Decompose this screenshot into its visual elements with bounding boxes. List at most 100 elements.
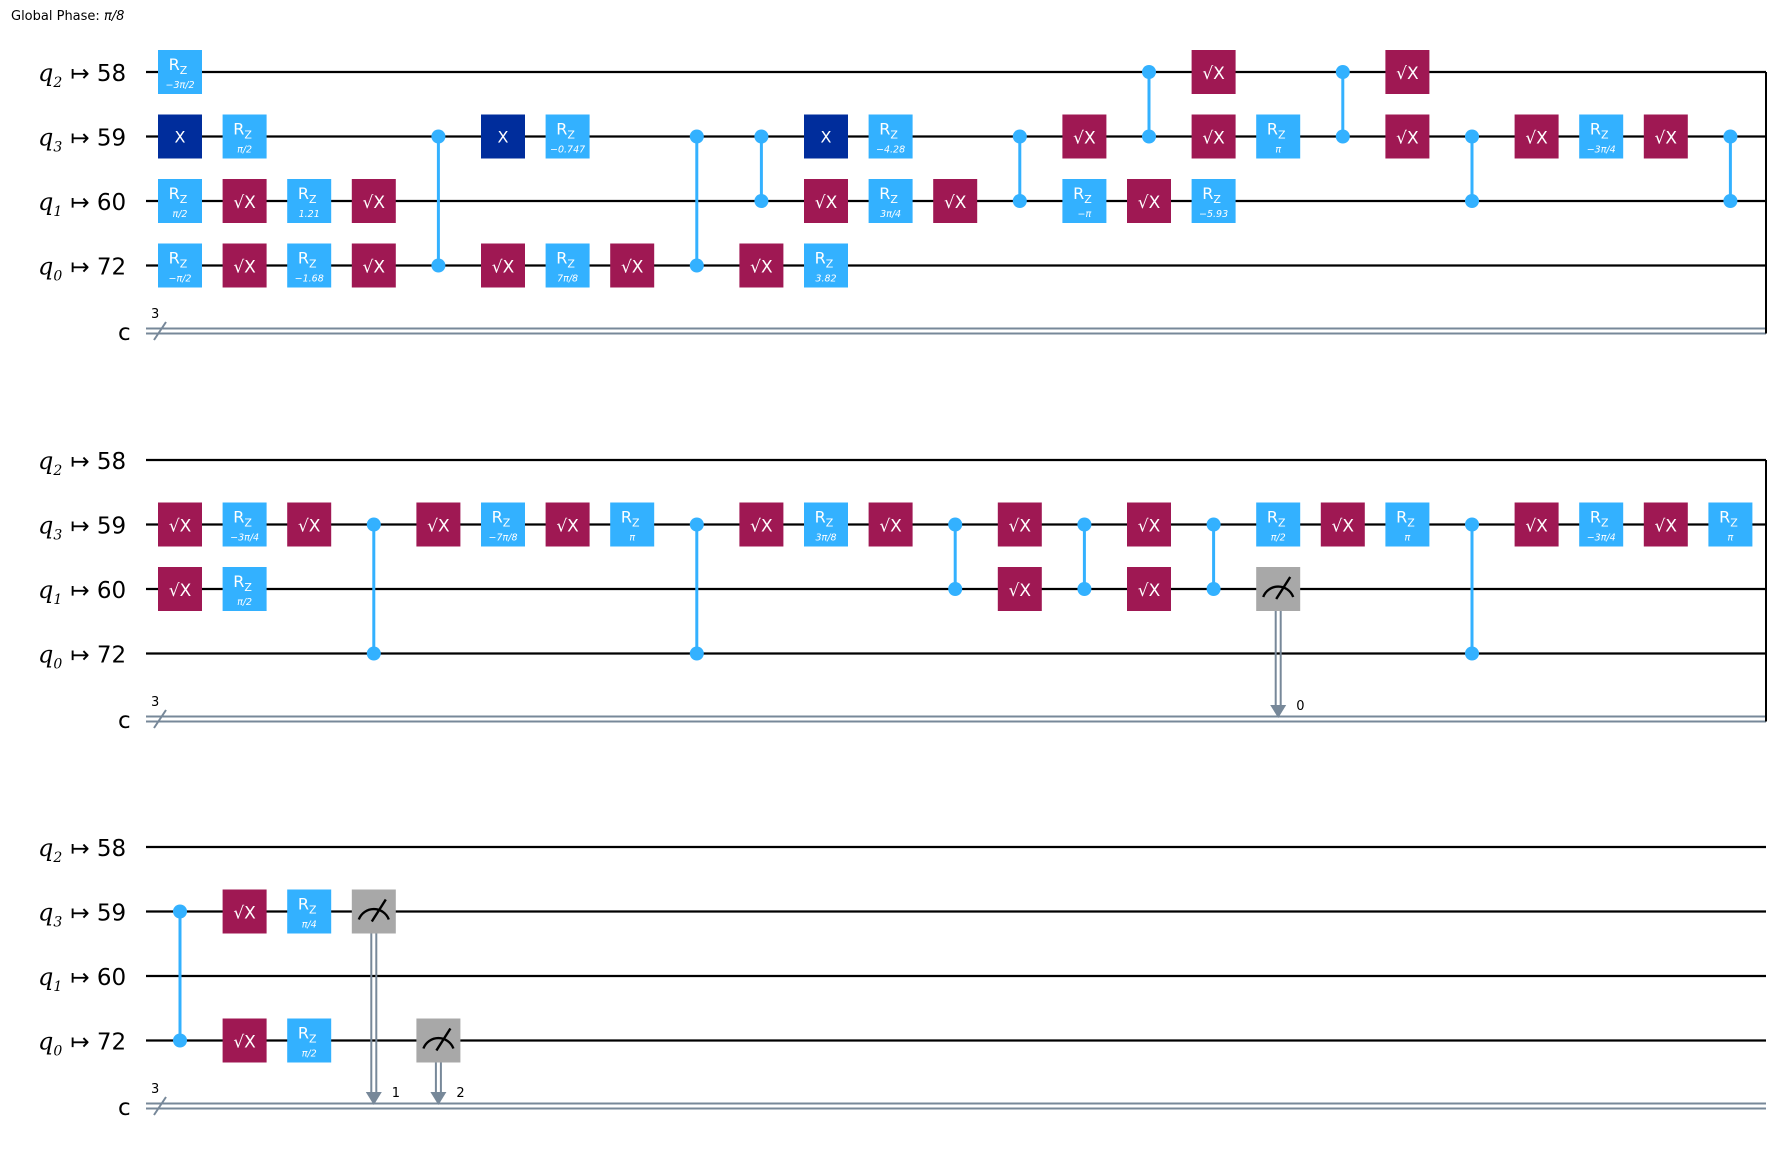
sx-gate[interactable]: √X: [222, 1018, 267, 1063]
sx-gate[interactable]: √X: [1127, 502, 1171, 547]
sx-gate[interactable]: √X: [287, 502, 332, 547]
sx-gate-box[interactable]: [545, 502, 590, 547]
measure-gate[interactable]: [351, 889, 396, 934]
sx-gate-box[interactable]: [997, 502, 1042, 547]
sx-gate[interactable]: √X: [739, 502, 784, 547]
rz-gate[interactable]: RZ−π/2: [158, 243, 202, 288]
sx-gate[interactable]: √X: [997, 502, 1042, 547]
sx-gate[interactable]: √X: [1514, 502, 1559, 547]
rz-gate[interactable]: RZπ/2: [222, 114, 267, 159]
rz-gate-box[interactable]: [1256, 114, 1301, 159]
cz-control-dot[interactable]: [1335, 129, 1350, 144]
sx-gate-box[interactable]: [1385, 50, 1430, 94]
rz-gate-box[interactable]: [158, 50, 202, 94]
cz-control-dot[interactable]: [1077, 517, 1092, 532]
sx-gate-box[interactable]: [997, 567, 1042, 611]
rz-gate[interactable]: RZπ/2: [158, 179, 202, 223]
sx-gate-box[interactable]: [1385, 114, 1430, 159]
cz-control-dot[interactable]: [431, 258, 446, 273]
cz-control-dot[interactable]: [1465, 517, 1479, 532]
rz-gate-box[interactable]: [287, 179, 332, 223]
cz-control-dot[interactable]: [1465, 129, 1479, 144]
sx-gate-box[interactable]: [1191, 50, 1236, 94]
rz-gate[interactable]: RZ−0.747: [545, 114, 590, 159]
cz-control-dot[interactable]: [366, 517, 381, 532]
cz-control-dot[interactable]: [1142, 65, 1156, 79]
sx-gate[interactable]: √X: [804, 179, 848, 223]
cz-control-dot[interactable]: [1142, 129, 1156, 144]
rz-gate[interactable]: RZπ/4: [287, 889, 332, 934]
cz-control-dot[interactable]: [1206, 582, 1221, 596]
rz-gate[interactable]: RZ−1.68: [287, 243, 332, 288]
sx-gate[interactable]: √X: [222, 243, 267, 288]
cz-control-dot[interactable]: [948, 582, 963, 596]
sx-gate-box[interactable]: [1514, 502, 1559, 547]
rz-gate-box[interactable]: [868, 114, 913, 159]
cz-control-dot[interactable]: [689, 517, 704, 532]
cz-control-dot[interactable]: [1723, 194, 1738, 208]
rz-gate[interactable]: RZπ: [1708, 502, 1753, 547]
rz-gate-box[interactable]: [158, 179, 202, 223]
sx-gate-box[interactable]: [1514, 114, 1559, 159]
cz-control-dot[interactable]: [173, 1033, 187, 1048]
rz-gate-box[interactable]: [222, 567, 267, 611]
rz-gate-box[interactable]: [287, 889, 332, 934]
cz-control-dot[interactable]: [1012, 194, 1027, 208]
rz-gate-box[interactable]: [222, 114, 267, 159]
rz-gate-box[interactable]: [158, 243, 202, 288]
sx-gate-box[interactable]: [868, 502, 913, 547]
sx-gate-box[interactable]: [610, 243, 655, 288]
sx-gate-box[interactable]: [222, 889, 267, 934]
rz-gate-box[interactable]: [610, 502, 655, 547]
sx-gate-box[interactable]: [1062, 114, 1107, 159]
sx-gate[interactable]: √X: [739, 243, 784, 288]
cz-control-dot[interactable]: [1465, 646, 1479, 661]
rz-gate[interactable]: RZ1.21: [287, 179, 332, 223]
measure-gate[interactable]: [416, 1018, 461, 1063]
sx-gate[interactable]: √X: [1514, 114, 1559, 159]
sx-gate-box[interactable]: [351, 243, 396, 288]
sx-gate[interactable]: √X: [610, 243, 655, 288]
rz-gate-box[interactable]: [804, 502, 848, 547]
rz-gate-box[interactable]: [287, 1018, 332, 1063]
sx-gate-box[interactable]: [222, 243, 267, 288]
x-gate[interactable]: X: [481, 114, 525, 159]
sx-gate[interactable]: √X: [416, 502, 461, 547]
sx-gate[interactable]: √X: [1385, 50, 1430, 94]
rz-gate[interactable]: RZ−3π/2: [158, 50, 202, 94]
rz-gate[interactable]: RZπ/2: [222, 567, 267, 611]
cz-control-dot[interactable]: [366, 646, 381, 661]
cz-control-dot[interactable]: [1723, 129, 1738, 144]
sx-gate-box[interactable]: [416, 502, 461, 547]
rz-gate-box[interactable]: [1191, 179, 1236, 223]
sx-gate-box[interactable]: [222, 1018, 267, 1063]
sx-gate[interactable]: √X: [997, 567, 1042, 611]
rz-gate-box[interactable]: [1708, 502, 1753, 547]
sx-gate[interactable]: √X: [933, 179, 978, 223]
sx-gate[interactable]: √X: [158, 567, 202, 611]
cz-control-dot[interactable]: [1012, 129, 1027, 144]
sx-gate[interactable]: √X: [351, 179, 396, 223]
rz-gate-box[interactable]: [1062, 179, 1107, 223]
rz-gate[interactable]: RZ−3π/4: [1579, 114, 1624, 159]
sx-gate-box[interactable]: [158, 567, 202, 611]
rz-gate[interactable]: RZ−3π/4: [222, 502, 267, 547]
rz-gate[interactable]: RZπ: [1256, 114, 1301, 159]
sx-gate[interactable]: √X: [1062, 114, 1107, 159]
cz-control-dot[interactable]: [1206, 517, 1221, 532]
sx-gate-box[interactable]: [1127, 179, 1171, 223]
measure-box[interactable]: [351, 889, 396, 934]
rz-gate-box[interactable]: [1385, 502, 1430, 547]
rz-gate-box[interactable]: [1256, 502, 1301, 547]
sx-gate[interactable]: √X: [868, 502, 913, 547]
sx-gate-box[interactable]: [1320, 502, 1365, 547]
rz-gate-box[interactable]: [545, 114, 590, 159]
sx-gate[interactable]: √X: [545, 502, 590, 547]
sx-gate-box[interactable]: [1643, 114, 1688, 159]
cz-control-dot[interactable]: [431, 129, 446, 144]
sx-gate[interactable]: √X: [1643, 114, 1688, 159]
cz-control-dot[interactable]: [1077, 582, 1092, 596]
sx-gate[interactable]: √X: [222, 889, 267, 934]
